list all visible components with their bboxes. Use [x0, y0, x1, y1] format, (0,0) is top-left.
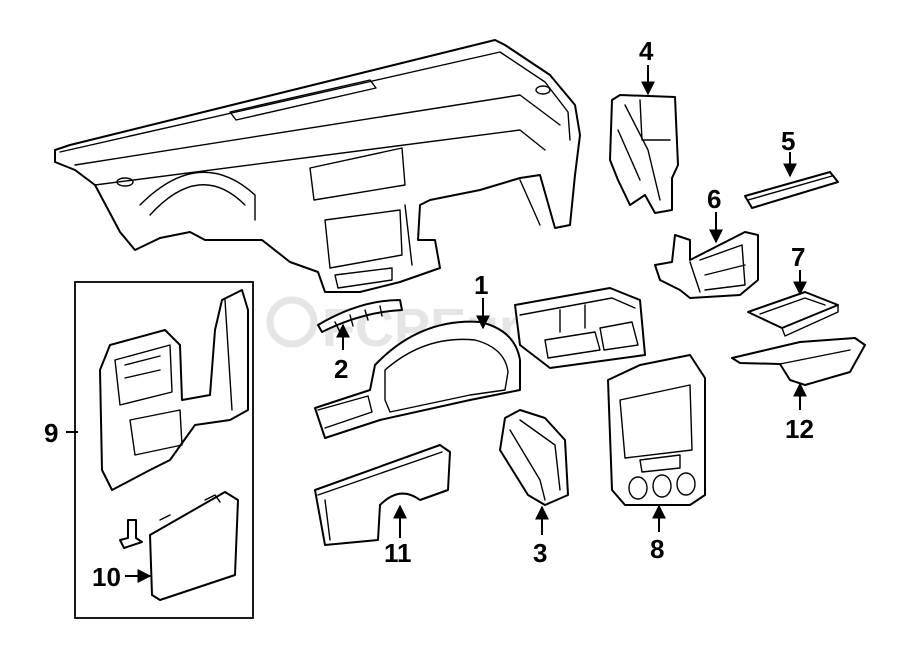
part-10-cover [119, 491, 239, 601]
part-6-pocket [654, 231, 759, 299]
part-12-glove-box [731, 337, 866, 386]
callout-labels: 1 2 3 4 5 6 7 8 9 10 11 12 [44, 36, 814, 592]
label-6: 6 [707, 184, 721, 214]
group-box-9-10 [74, 281, 254, 619]
leader-lines [66, 65, 807, 583]
part-3-bracket [499, 409, 569, 506]
part-8-center-bezel [607, 354, 706, 506]
label-4: 4 [639, 36, 654, 66]
part-5-trim-strip [744, 171, 839, 209]
part-11-knee-panel [314, 444, 451, 546]
label-8: 8 [650, 534, 664, 564]
label-3: 3 [533, 538, 547, 568]
part-9-console-panel [99, 289, 249, 491]
label-9: 9 [44, 418, 58, 448]
label-11: 11 [384, 538, 412, 568]
label-2: 2 [334, 354, 348, 384]
center-air-vent [514, 287, 646, 369]
part-7-tray [747, 291, 839, 337]
part-4-bracket [609, 94, 679, 214]
label-5: 5 [781, 126, 795, 156]
label-12: 12 [785, 414, 814, 444]
label-7: 7 [791, 242, 805, 272]
instrument-panel [54, 39, 581, 293]
label-1: 1 [474, 270, 488, 300]
label-10: 10 [92, 562, 121, 592]
